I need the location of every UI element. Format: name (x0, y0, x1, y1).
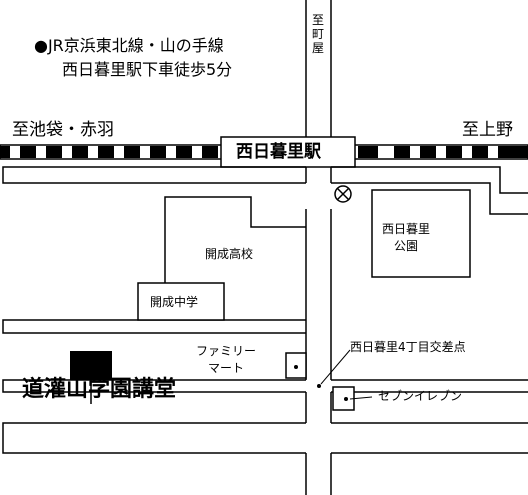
direction-north-label: 至町屋 (311, 13, 324, 55)
road-upper (2, 166, 528, 215)
kaisei-high-label: 開成高校 (205, 247, 254, 261)
destination-label: 道灌山学園講堂 (22, 377, 177, 402)
familymart-label: ファミリー マート (196, 343, 256, 378)
direction-left-label: 至池袋・赤羽 (12, 120, 114, 140)
station-name: 西日暮里駅 (236, 142, 321, 162)
familymart-label-line-2: マート (208, 361, 245, 376)
crossing-dot (317, 384, 321, 388)
police-box-icon (334, 185, 352, 203)
access-line-2: 西日暮里駅下車徒歩5分 (62, 60, 233, 79)
dojo-building (70, 351, 112, 380)
kaisei-high-outline (164, 196, 306, 285)
kaisei-middle-label: 開成中学 (150, 295, 199, 309)
road-lower (2, 379, 528, 393)
crossing-label: 西日暮里4丁目交差点 (350, 340, 466, 354)
road-middle (2, 319, 306, 334)
kaisei-middle-box (137, 282, 225, 321)
park-label-line-2: 公園 (394, 239, 419, 254)
road-bottom (2, 422, 528, 454)
access-line-1: ●JR京浜東北線・山の手線 (34, 36, 224, 55)
direction-right-label: 至上野 (462, 120, 513, 140)
main-road-vertical (305, 0, 332, 495)
familymart-dot (294, 365, 298, 369)
crossing-leader (320, 349, 351, 385)
seven-eleven-leader (349, 396, 373, 400)
park-box (371, 189, 471, 278)
seven-eleven-label: セブンイレブン (378, 389, 463, 403)
park-label: 西日暮里 公園 (382, 221, 430, 256)
park-label-line-1: 西日暮里 (382, 222, 431, 236)
familymart-label-line-1: ファミリー (196, 344, 257, 358)
seven-eleven-dot (344, 397, 348, 401)
